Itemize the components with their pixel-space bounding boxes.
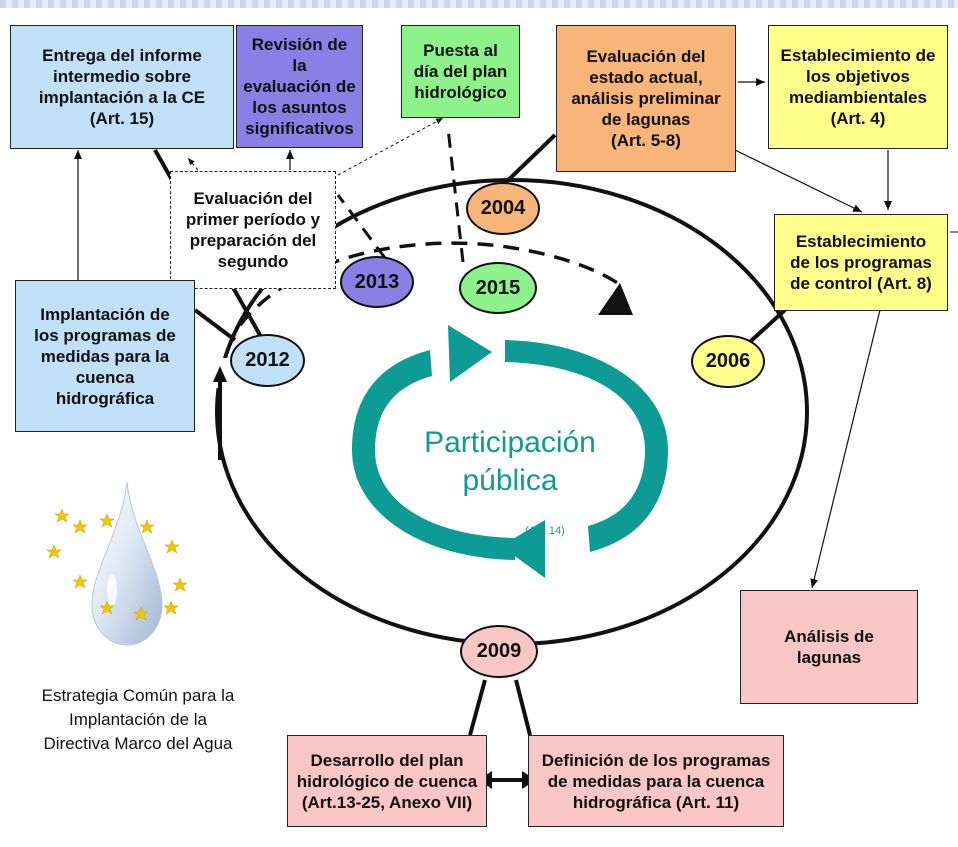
year-2006: 2006 [691, 335, 765, 388]
dashed-arc-arrowhead [598, 283, 633, 315]
box-revision-asuntos: Revisión de la evaluación de los asuntos… [236, 25, 363, 148]
box-analisis-lagunas: Análisis de lagunas [740, 590, 918, 704]
eu-stars [46, 508, 188, 621]
estrategia-comun-caption: Estrategia Común para la Implantación de… [41, 686, 235, 753]
box-programas-control: Establecimiento de los programas de cont… [774, 214, 948, 311]
year-2004: 2004 [466, 182, 540, 235]
box-implantacion-programas: Implantación de los programas de medidas… [15, 280, 195, 432]
top-decorative-strip [0, 0, 958, 8]
teal-arrow-bottom [352, 350, 515, 560]
year-2015: 2015 [459, 262, 537, 314]
art14-label: (Art. 14) [525, 525, 565, 537]
second-cycle-dashed-arc [238, 241, 627, 327]
teal-arrow-top [505, 340, 668, 552]
participacion-publica-label: Participación pública [424, 426, 596, 497]
box-desarrollo-plan: Desarrollo del plan hidrológico de cuenc… [287, 735, 487, 827]
box-evaluacion-estado: Evaluación del estado actual, análisis p… [556, 25, 736, 172]
box-definicion-programas: Definición de los programas de medidas p… [528, 735, 784, 827]
year-2013: 2013 [340, 256, 414, 308]
box-objetivos-mediambientales: Establecimiento de los objetivos mediamb… [768, 25, 948, 149]
box-evaluacion-primer-periodo: Evaluación del primer período y preparac… [170, 171, 336, 289]
water-drop-icon [91, 481, 163, 646]
year-2012: 2012 [230, 334, 305, 387]
box-entrega-informe: Entrega del informe intermedio sobre imp… [10, 25, 234, 149]
year-2009: 2009 [460, 625, 538, 678]
box-puesta-al-dia: Puesta al día del plan hidrológico [401, 25, 520, 118]
